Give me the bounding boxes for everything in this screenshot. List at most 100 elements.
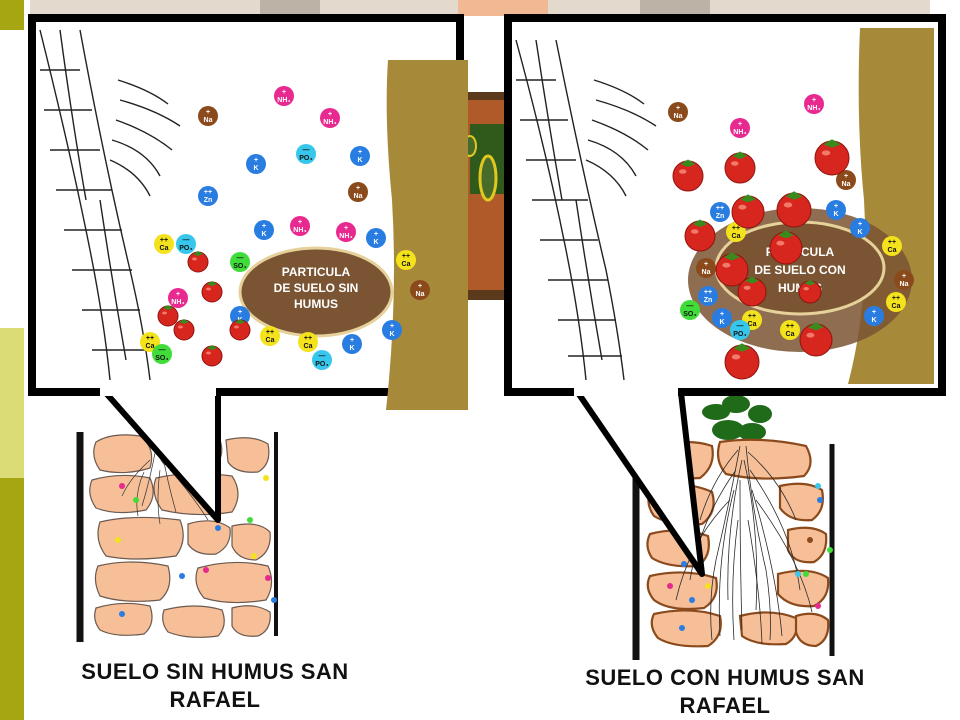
svg-text:Zn: Zn [716,213,725,220]
right-ion-15: +K [864,306,884,326]
right-nutrient-dot-7 [667,583,673,589]
svg-text:Na: Na [354,193,363,200]
svg-text:SO₄: SO₄ [683,311,696,318]
left-tomato-5 [201,345,223,367]
left-caption: SUELO SIN HUMUS SAN RAFAEL [40,658,390,714]
right-caption-line-2: RAFAEL [679,693,771,718]
right-ion-7: +K [850,218,870,238]
svg-text:++: ++ [304,335,312,342]
svg-text:Ca: Ca [266,337,275,344]
svg-text:Ca: Ca [304,343,313,350]
svg-text:NH₄: NH₄ [277,97,290,104]
svg-text:+: + [390,323,394,330]
top-photo-strip [30,0,930,16]
left-ion-12: ++Ca [154,234,174,254]
left-ion-4: +K [350,146,370,166]
svg-text:+: + [738,121,742,128]
left-ion-16: +Na [410,280,430,300]
svg-text:+: + [418,283,422,290]
svg-text:++: ++ [716,205,724,212]
right-nutrient-dot-11 [679,625,685,631]
svg-text:NH₄: NH₄ [293,227,306,234]
left-ion-3: —PO₄ [296,144,316,164]
right-nutrient-dot-1 [815,483,821,489]
left-particle-label-line-2: DE SUELO SIN [274,281,359,295]
right-caption: SUELO CON HUMUS SAN RAFAEL [540,664,910,720]
svg-text:—: — [687,303,694,310]
svg-text:NH₄: NH₄ [733,129,746,136]
svg-text:++: ++ [732,225,740,232]
left-ion-23: —SO₄ [152,344,172,364]
left-nutrient-dot-1 [263,475,269,481]
svg-text:PO₄: PO₄ [299,155,312,162]
svg-text:+: + [262,223,266,230]
right-tomato-8 [737,276,767,307]
svg-text:Na: Na [900,281,909,288]
right-nutrient-dot-2 [817,497,823,503]
edge-bar-mid [0,328,24,478]
svg-text:+: + [834,203,838,210]
left-nutrient-dot-4 [115,537,121,543]
svg-text:++: ++ [204,189,212,196]
left-tomato-1 [201,281,223,303]
left-tomato-0 [187,251,209,273]
right-ion-1: +NH₄ [804,94,824,114]
left-caption-line-1: SUELO SIN HUMUS SAN [81,659,349,684]
left-ion-19: ++Ca [260,326,280,346]
svg-text:+: + [328,111,332,118]
svg-text:Ca: Ca [732,233,741,240]
svg-text:—: — [737,323,744,330]
svg-text:+: + [358,149,362,156]
svg-text:++: ++ [888,239,896,246]
left-ion-9: +K [254,220,274,240]
svg-text:+: + [812,97,816,104]
left-particle-label-line-1: PARTICULA [282,265,351,279]
right-tomato-9 [798,279,822,304]
right-ion-11: ++Zn [698,286,718,306]
svg-text:NH₄: NH₄ [807,105,820,112]
right-tomato-6 [769,230,803,265]
svg-text:+: + [206,109,210,116]
svg-text:K: K [357,157,362,164]
svg-text:++: ++ [786,323,794,330]
svg-text:+: + [350,337,354,344]
left-ion-20: ++Ca [298,332,318,352]
right-ion-0: +Na [668,102,688,122]
svg-text:+: + [902,273,906,280]
left-nutrient-dot-0 [119,483,125,489]
left-ion-1: +Na [198,106,218,126]
svg-text:K: K [389,331,394,338]
right-ion-16: ++Ca [886,292,906,312]
svg-text:Ca: Ca [146,343,155,350]
svg-text:NH₄: NH₄ [339,233,352,240]
right-nutrient-dot-4 [827,547,833,553]
left-ion-10: +NH₄ [336,222,356,242]
svg-text:K: K [373,239,378,246]
right-ion-8: ++Ca [882,236,902,256]
svg-text:K: K [857,229,862,236]
svg-text:—: — [237,255,244,262]
right-tomato-2 [814,139,850,176]
svg-text:++: ++ [704,289,712,296]
svg-text:+: + [176,291,180,298]
svg-text:++: ++ [748,313,756,320]
svg-text:+: + [858,221,862,228]
svg-text:—: — [183,237,190,244]
svg-text:Ca: Ca [786,331,795,338]
left-ion-25: —PO₄ [312,350,332,370]
svg-text:+: + [356,185,360,192]
left-ion-7: ++Zn [198,186,218,206]
svg-text:Na: Na [702,269,711,276]
svg-text:Ca: Ca [160,245,169,252]
svg-text:Ca: Ca [402,261,411,268]
svg-text:++: ++ [402,253,410,260]
svg-text:+: + [344,225,348,232]
right-nutrient-dot-8 [705,583,711,589]
svg-text:PO₄: PO₄ [315,361,328,368]
svg-text:+: + [254,157,258,164]
right-nutrient-dot-5 [681,561,687,567]
svg-text:K: K [871,317,876,324]
svg-text:++: ++ [266,329,274,336]
right-nutrient-dot-6 [795,571,801,577]
right-nutrient-dot-13 [807,537,813,543]
